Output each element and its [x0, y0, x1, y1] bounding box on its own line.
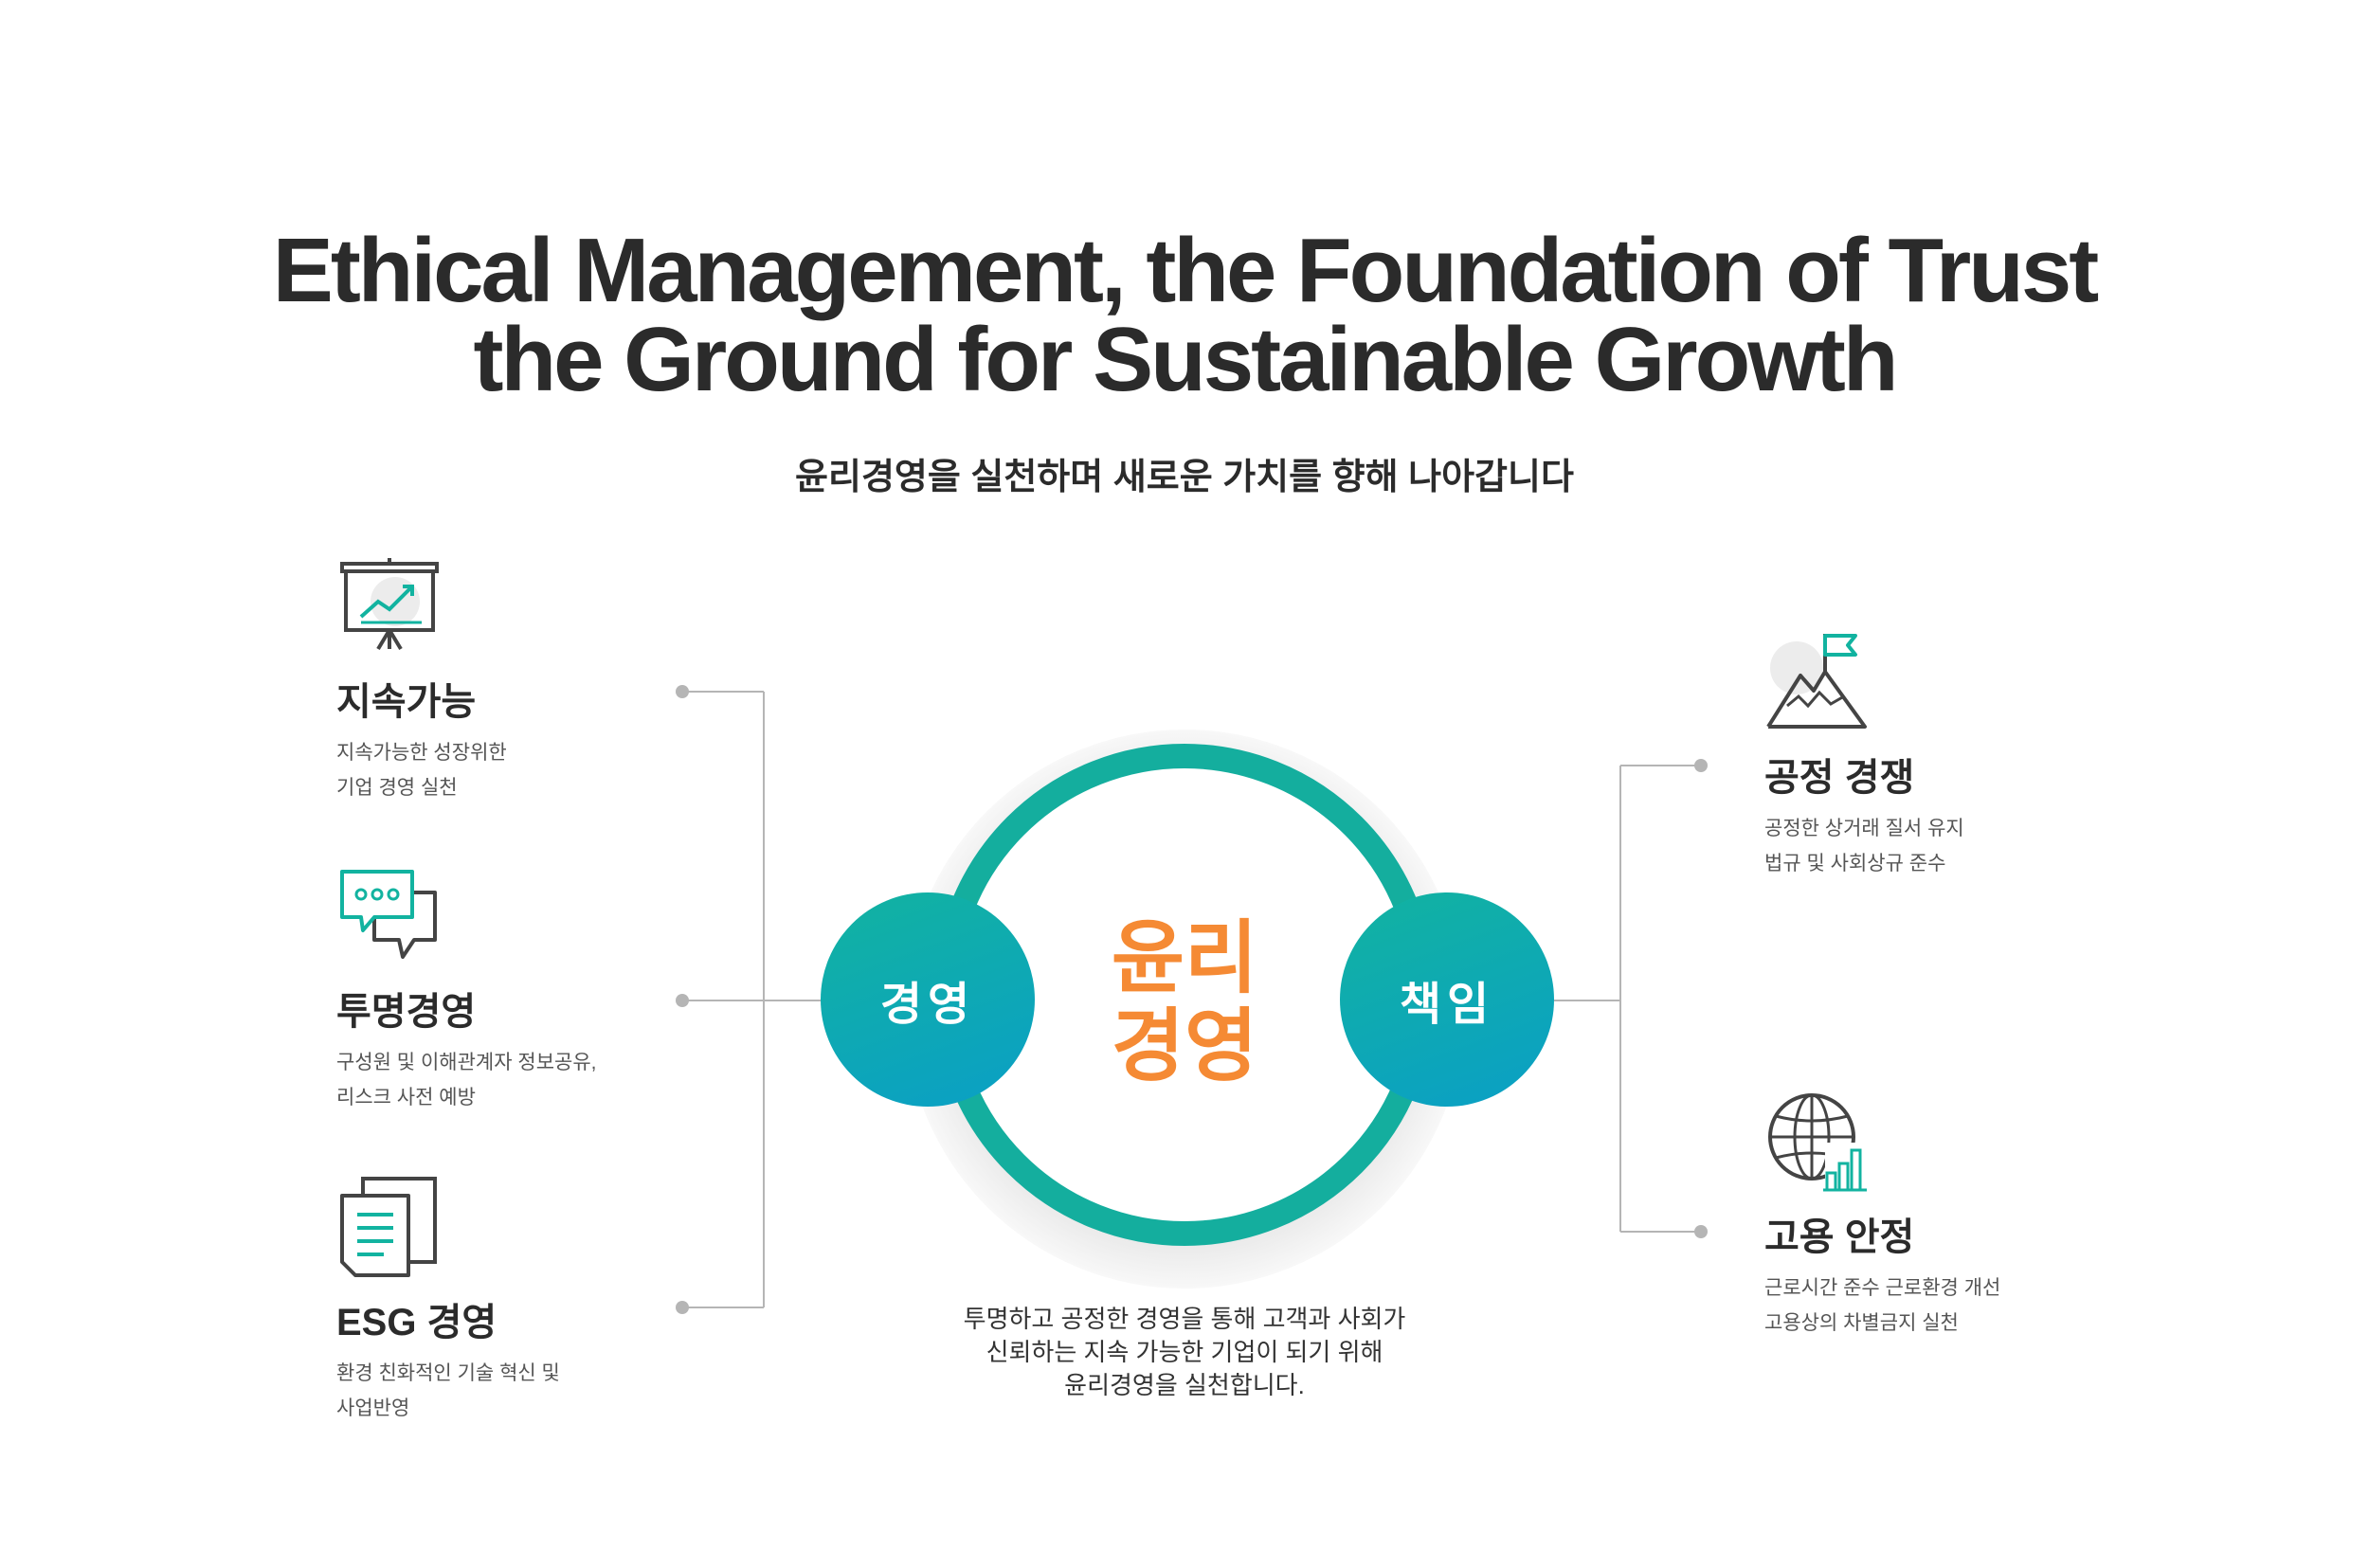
center-desc-line2: 신뢰하는 지속 가능한 기업이 되기 위해	[986, 1338, 1383, 1366]
globe-chart-icon	[1768, 1093, 1869, 1192]
left-item-desc-line2: 사업반영	[336, 1397, 410, 1419]
right-item-employment-stability: 고용 안정 근로시간 준수 근로환경 개선 고용상의 차별금지 실천	[1764, 1090, 2000, 1341]
connector-dot	[676, 1301, 689, 1314]
left-item-title: 투명경영	[336, 991, 477, 1033]
connector-dot	[676, 994, 689, 1007]
left-item-sustainability: 지속가능 지속가능한 성장위한 기업 경영 실천	[336, 554, 507, 805]
page-subtitle: 윤리경영을 실천하며 새로운 가치를 향해 나아갑니다	[795, 458, 1574, 497]
center-desc-line1: 투명하고 공정한 경영을 통해 고객과 사회가	[963, 1305, 1406, 1333]
presentation-chart-icon	[340, 558, 439, 651]
right-item-fair-competition: 공정 경쟁 공정한 상거래 질서 유지 법규 및 사회상규 준수	[1764, 630, 1964, 881]
left-item-esg: ESG 경영 환경 친화적인 기술 혁신 및 사업반영	[336, 1175, 560, 1426]
bubble-responsibility: 책임	[1340, 892, 1554, 1107]
chat-bubbles-icon	[340, 870, 437, 959]
page-title-line2: the Ground for Sustainable Growth	[473, 309, 1898, 410]
left-item-desc-line2: 리스크 사전 예방	[336, 1087, 476, 1108]
bubble-management: 경영	[821, 892, 1035, 1107]
center-desc-line3: 윤리경영을 실천합니다.	[1064, 1371, 1305, 1399]
connector-dot	[1694, 759, 1708, 772]
center-description: 투명하고 공정한 경영을 통해 고객과 사회가 신뢰하는 지속 가능한 기업이 …	[900, 1303, 1469, 1402]
mountain-flag-icon	[1766, 634, 1867, 729]
documents-icon	[340, 1177, 437, 1277]
right-item-desc-line1: 공정한 상거래 질서 유지	[1764, 818, 1964, 839]
center-title-line1: 윤리	[1111, 913, 1258, 1002]
left-item-desc-line2: 기업 경영 실천	[336, 777, 458, 799]
right-item-title: 고용 안정	[1764, 1217, 1915, 1258]
right-item-desc-line2: 고용상의 차별금지 실천	[1764, 1312, 1959, 1334]
right-item-desc-line1: 근로시간 준수 근로환경 개선	[1764, 1277, 2001, 1299]
center-title-line2: 경영	[1111, 1001, 1258, 1090]
left-item-desc-line1: 구성원 및 이해관계자 정보공유,	[336, 1052, 597, 1073]
left-item-desc-line1: 지속가능한 성장위한	[336, 742, 507, 764]
left-item-desc-line1: 환경 친화적인 기술 혁신 및	[336, 1362, 560, 1384]
right-item-title: 공정 경쟁	[1764, 757, 1915, 799]
left-item-title: ESG 경영	[336, 1302, 497, 1343]
right-item-desc-line2: 법규 및 사회상규 준수	[1764, 853, 1946, 874]
left-item-title: 지속가능	[336, 681, 477, 723]
connector-dot	[1694, 1225, 1708, 1238]
left-item-transparency: 투명경영 구성원 및 이해관계자 정보공유, 리스크 사전 예방	[336, 864, 597, 1115]
connector-dot	[676, 685, 689, 698]
page-title-line1: Ethical Management, the Foundation of Tr…	[272, 220, 2099, 321]
